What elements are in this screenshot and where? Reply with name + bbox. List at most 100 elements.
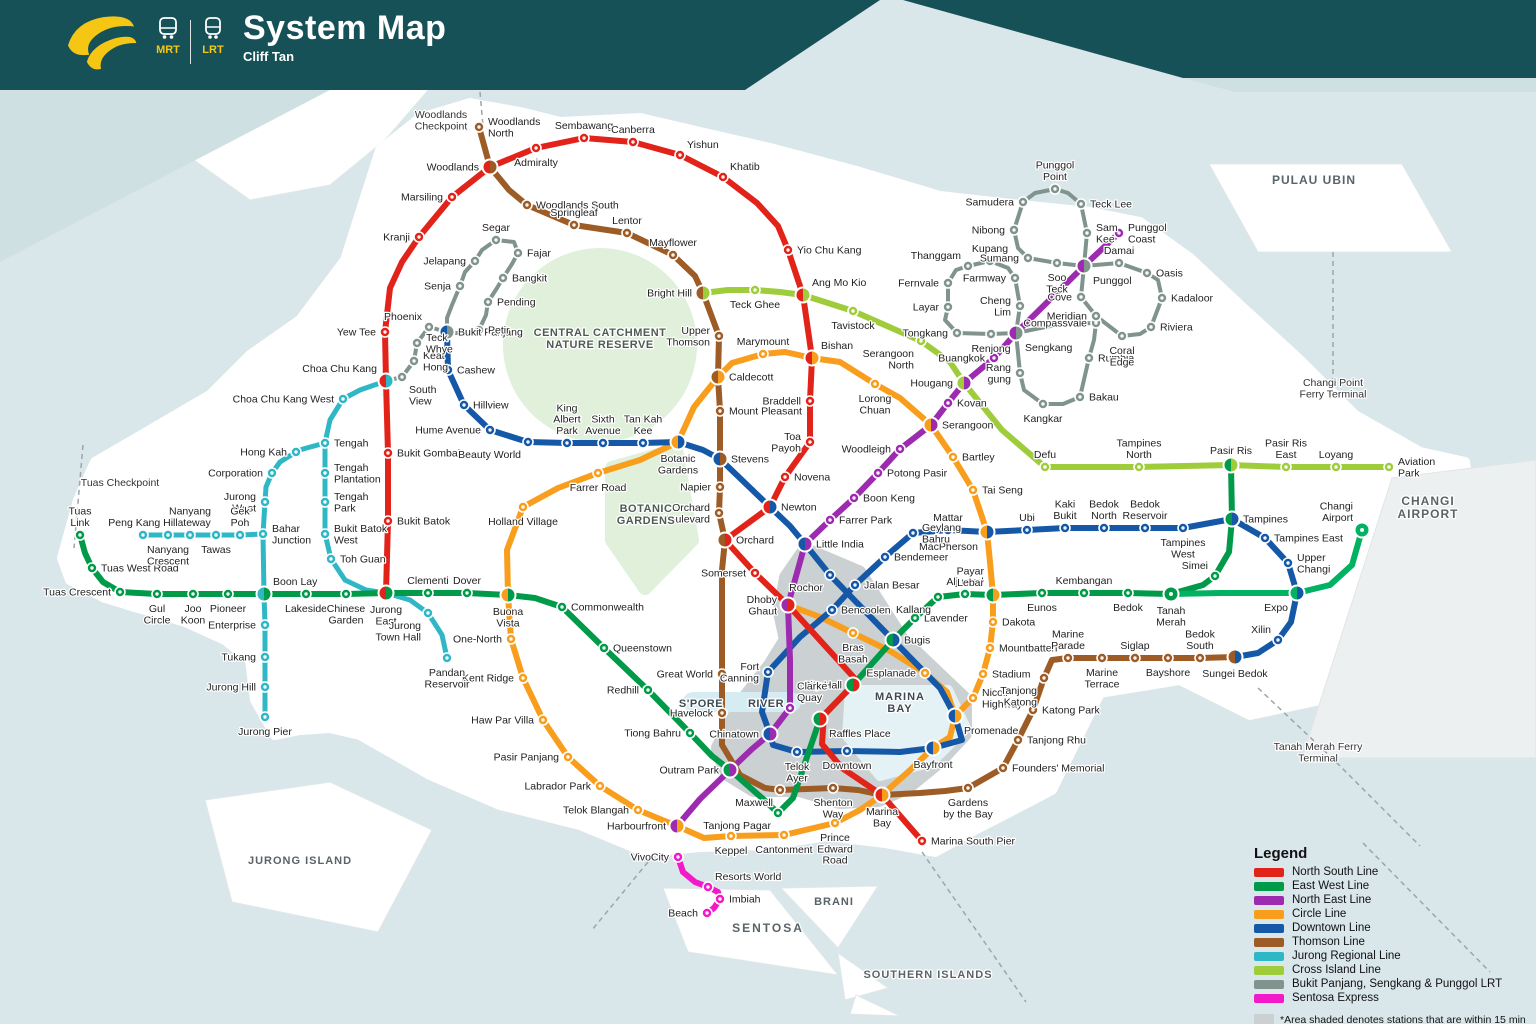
legend-label-jurong-regional-line: Jurong Regional Line	[1292, 950, 1401, 962]
legend-swatch-cross-island-line	[1254, 965, 1284, 975]
station-damai-glyph	[1117, 261, 1121, 265]
legend-label-north-south-line: North South Line	[1292, 866, 1379, 878]
legend-swatch-circle-line	[1254, 909, 1284, 919]
station-bras-basah-glyph	[851, 631, 855, 635]
station-bencoolen-glyph	[830, 608, 834, 612]
station-label-founders-memorial: Founders' Memorial	[1012, 763, 1104, 775]
station-orchard-ring	[716, 531, 734, 549]
station-label-bayfront: Bayfront	[913, 759, 952, 771]
station-label-woodleigh: Woodleigh	[842, 444, 892, 456]
station-lentor-glyph	[625, 231, 629, 235]
legend-label-north-east-line: North East Line	[1292, 894, 1372, 906]
station-label-kovan: Kovan	[957, 398, 987, 410]
station-sungei-bedok-ring	[1226, 648, 1244, 666]
station-label-sumang: Sumang	[980, 253, 1019, 265]
station-tuas-link-glyph	[78, 533, 82, 537]
line-ewl	[77, 462, 1235, 816]
mrt-badge-label: MRT	[156, 44, 180, 56]
station-label-yishun: Yishun	[687, 139, 719, 151]
station-label-promenade: Promenade	[964, 725, 1018, 737]
station-label-tengah: Tengah	[334, 438, 369, 450]
shape-botanic-gardens-park	[605, 443, 699, 595]
station-label-jalan-besar: Jalan Besar	[864, 580, 920, 592]
legend-item-thomson-line: Thomson Line	[1254, 936, 1530, 948]
station-chinatown-ring	[761, 725, 779, 743]
station-label-rumbia: Rumbia	[1098, 353, 1134, 365]
station-label-beauty-world: Beauty World	[458, 449, 521, 461]
station-label-tuas-crescent: Tuas Crescent	[43, 587, 111, 599]
station-teck-whye-glyph	[415, 341, 419, 345]
station-enterprise-glyph	[263, 623, 267, 627]
station-bugis-ring	[884, 631, 902, 649]
mrt-badge: MRT	[156, 16, 180, 56]
station-label-orchard: Orchard	[736, 535, 774, 547]
station-label-defu: Defu	[1034, 449, 1056, 461]
dashed-boundary-5	[591, 861, 649, 931]
station-punggol-coast-glyph	[1117, 231, 1121, 235]
station-geylang-bahru-glyph	[911, 531, 915, 535]
station-yishun-glyph	[678, 153, 682, 157]
station-label-newton: Newton	[781, 502, 817, 514]
station-label-choa-chu-kang-west: Choa Chu Kang West	[233, 394, 334, 406]
station-riviera-glyph	[1149, 325, 1153, 329]
station-label-bangkit: Bangkit	[512, 273, 547, 285]
legend-label-bukit-panjang-sengkang-punggol-lrt: Bukit Panjang, Sengkang & Punggol LRT	[1292, 978, 1503, 990]
station-choa-chu-kang-west-glyph	[341, 397, 345, 401]
station-label-raffles-place: Raffles Place	[829, 728, 891, 740]
station-label-napier: Napier	[680, 482, 711, 494]
station-woodlands-north-glyph	[477, 125, 481, 129]
station-jurong-east-ring	[377, 584, 395, 602]
legend-item-jurong-regional-line: Jurong Regional Line	[1254, 950, 1530, 962]
legend-swatch-east-west-line	[1254, 881, 1284, 891]
station-label-canberra: Canberra	[611, 124, 655, 136]
station-label-pending: Pending	[497, 297, 536, 309]
station-label-haw-par-villa: Haw Par Villa	[471, 715, 534, 727]
legend-swatch-thomson-line	[1254, 937, 1284, 947]
legend-swatch-north-east-line	[1254, 895, 1284, 905]
station-clementi-glyph	[426, 591, 430, 595]
station-label-boon-keng: Boon Keng	[863, 493, 915, 505]
station-boon-keng-glyph	[852, 496, 856, 500]
station-bayfront-ring	[924, 739, 942, 757]
station-label-phoenix: Phoenix	[384, 311, 423, 323]
station-upper-thomson-glyph	[717, 334, 721, 338]
station-label-damai: Damai	[1104, 245, 1134, 257]
station-label-segar: Segar	[482, 222, 511, 234]
station-tanah-merah-glyph	[1169, 592, 1173, 596]
station-phoenix-glyph	[427, 325, 431, 329]
station-kupang-glyph	[988, 259, 992, 263]
station-label-tampines-east: Tampines East	[1274, 533, 1343, 545]
station-tawas-glyph	[214, 533, 218, 537]
shape-header-band-right	[903, 0, 1536, 78]
station-potong-pasir-glyph	[876, 471, 880, 475]
station-label-hong-kah: Hong Kah	[240, 447, 287, 459]
station-pending-glyph	[486, 300, 490, 304]
station-botanic-gardens-ring	[669, 433, 687, 451]
station-toa-payoh-glyph	[808, 440, 812, 444]
station-label-petir: Petir	[488, 325, 510, 337]
station-label-toh-guan: Toh Guan	[340, 554, 386, 566]
station-napier-glyph	[718, 485, 722, 489]
station-label-kupang: Kupang	[972, 243, 1008, 255]
station-label-bendemeer: Bendemeer	[894, 552, 949, 564]
legend-label-thomson-line: Thomson Line	[1292, 936, 1365, 948]
station-label-cashew: Cashew	[457, 365, 495, 377]
station-pioneer-glyph	[226, 592, 230, 596]
station-xilin-glyph	[1276, 638, 1280, 642]
station-label-katong-park: Katong Park	[1042, 705, 1101, 717]
